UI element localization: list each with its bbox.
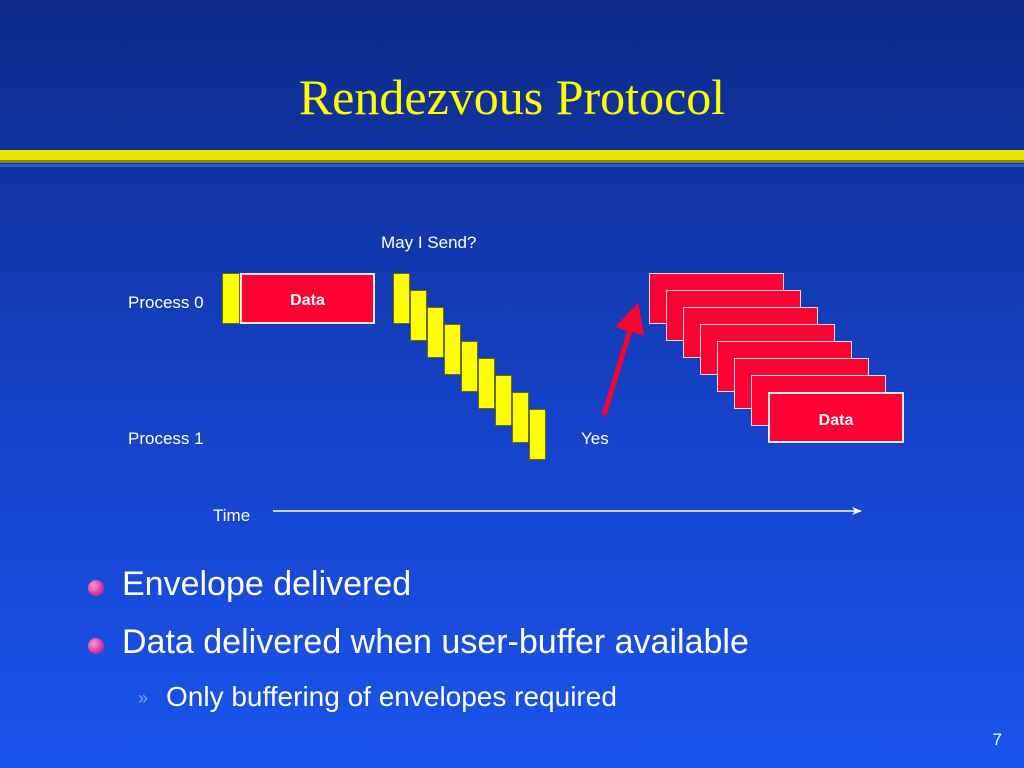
bullet-text: Envelope delivered bbox=[122, 565, 412, 603]
title-rule-highlight bbox=[0, 164, 1024, 167]
envelope-step bbox=[410, 290, 427, 341]
sub-bullet-marker: » bbox=[138, 688, 149, 708]
process-1-label: Process 1 bbox=[128, 429, 204, 448]
envelope-step bbox=[393, 273, 410, 324]
envelope-step bbox=[495, 375, 512, 426]
envelope-step bbox=[461, 341, 478, 392]
time-label: Time bbox=[213, 506, 251, 525]
process-0-label: Process 0 bbox=[128, 293, 204, 312]
title-rule-shadow bbox=[0, 160, 1024, 163]
slide-title: Rendezvous Protocol bbox=[298, 69, 726, 125]
request-label: May I Send? bbox=[381, 233, 477, 252]
receiver-data-buffer: Data bbox=[768, 392, 904, 443]
envelope-step bbox=[512, 392, 529, 443]
bullet-dot-icon bbox=[88, 580, 104, 596]
title-rule bbox=[0, 150, 1024, 160]
sender-data-label: Data bbox=[290, 292, 325, 309]
envelope-step bbox=[444, 324, 461, 375]
sub-bullet-text: Only buffering of envelopes required bbox=[166, 681, 617, 712]
yes-arrow bbox=[601, 302, 644, 416]
bullet-dot-icon bbox=[88, 638, 104, 654]
page-number: 7 bbox=[992, 730, 1002, 749]
envelope-step bbox=[427, 307, 444, 358]
envelope-step bbox=[478, 358, 495, 409]
bullet-text: Data delivered when user-buffer availabl… bbox=[122, 623, 749, 661]
reply-label: Yes bbox=[581, 429, 609, 448]
receiver-data-label: Data bbox=[818, 412, 854, 429]
envelope-step bbox=[529, 409, 546, 460]
sender-data-buffer: Data bbox=[240, 273, 375, 324]
sender-envelope bbox=[222, 273, 240, 324]
